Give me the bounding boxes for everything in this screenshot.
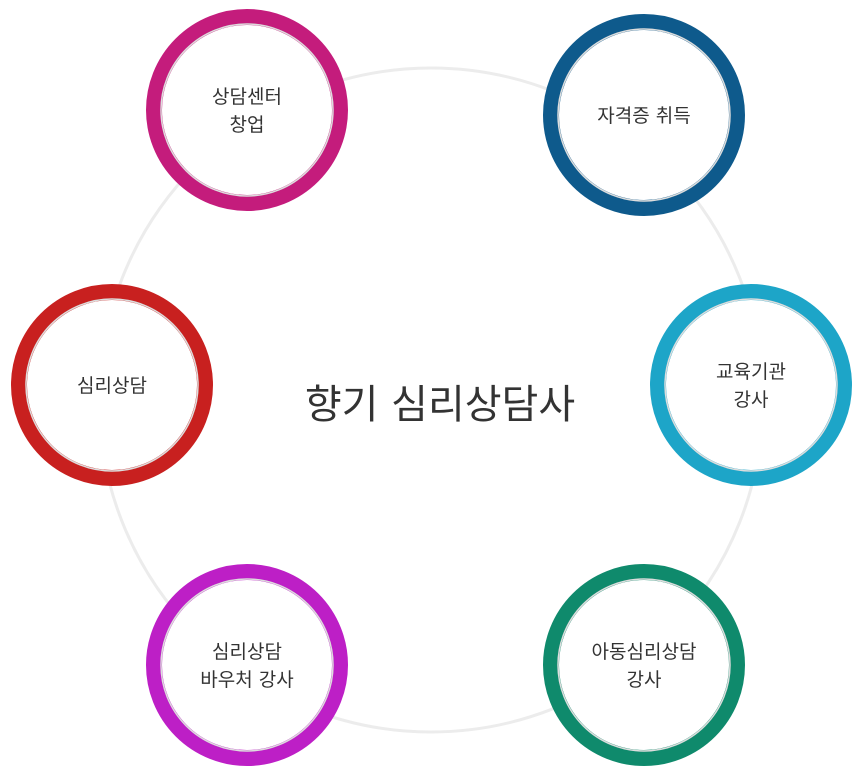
center-title: 향기 심리상담사 bbox=[305, 382, 575, 428]
node-label: 상담센터 bbox=[212, 86, 282, 108]
node-label: 심리상담 bbox=[77, 375, 147, 397]
node-certification: 자격증 취득 bbox=[543, 14, 745, 216]
node-ring bbox=[543, 14, 745, 216]
node-ring bbox=[650, 284, 852, 486]
node-ring bbox=[11, 284, 213, 486]
node-inner-ring bbox=[557, 578, 731, 752]
node-inner-ring bbox=[664, 298, 838, 472]
node-ring bbox=[146, 564, 348, 766]
node-inner-ring bbox=[25, 298, 199, 472]
node-inner-ring bbox=[557, 28, 731, 202]
node-label: 자격증 취득 bbox=[597, 105, 690, 127]
node-ring bbox=[543, 564, 745, 766]
node-inner-ring bbox=[160, 578, 334, 752]
node-label: 바우처 강사 bbox=[200, 669, 293, 691]
node-label: 강사 bbox=[627, 669, 662, 691]
node-counseling: 심리상담 bbox=[11, 284, 213, 486]
node-label: 강사 bbox=[734, 389, 769, 411]
node-label: 창업 bbox=[230, 114, 265, 136]
node-label: 아동심리상담 bbox=[592, 641, 697, 663]
node-label: 교육기관 bbox=[716, 361, 786, 383]
node-inner-ring bbox=[160, 23, 334, 197]
node-ring bbox=[146, 9, 348, 211]
node-label: 심리상담 bbox=[212, 641, 282, 663]
